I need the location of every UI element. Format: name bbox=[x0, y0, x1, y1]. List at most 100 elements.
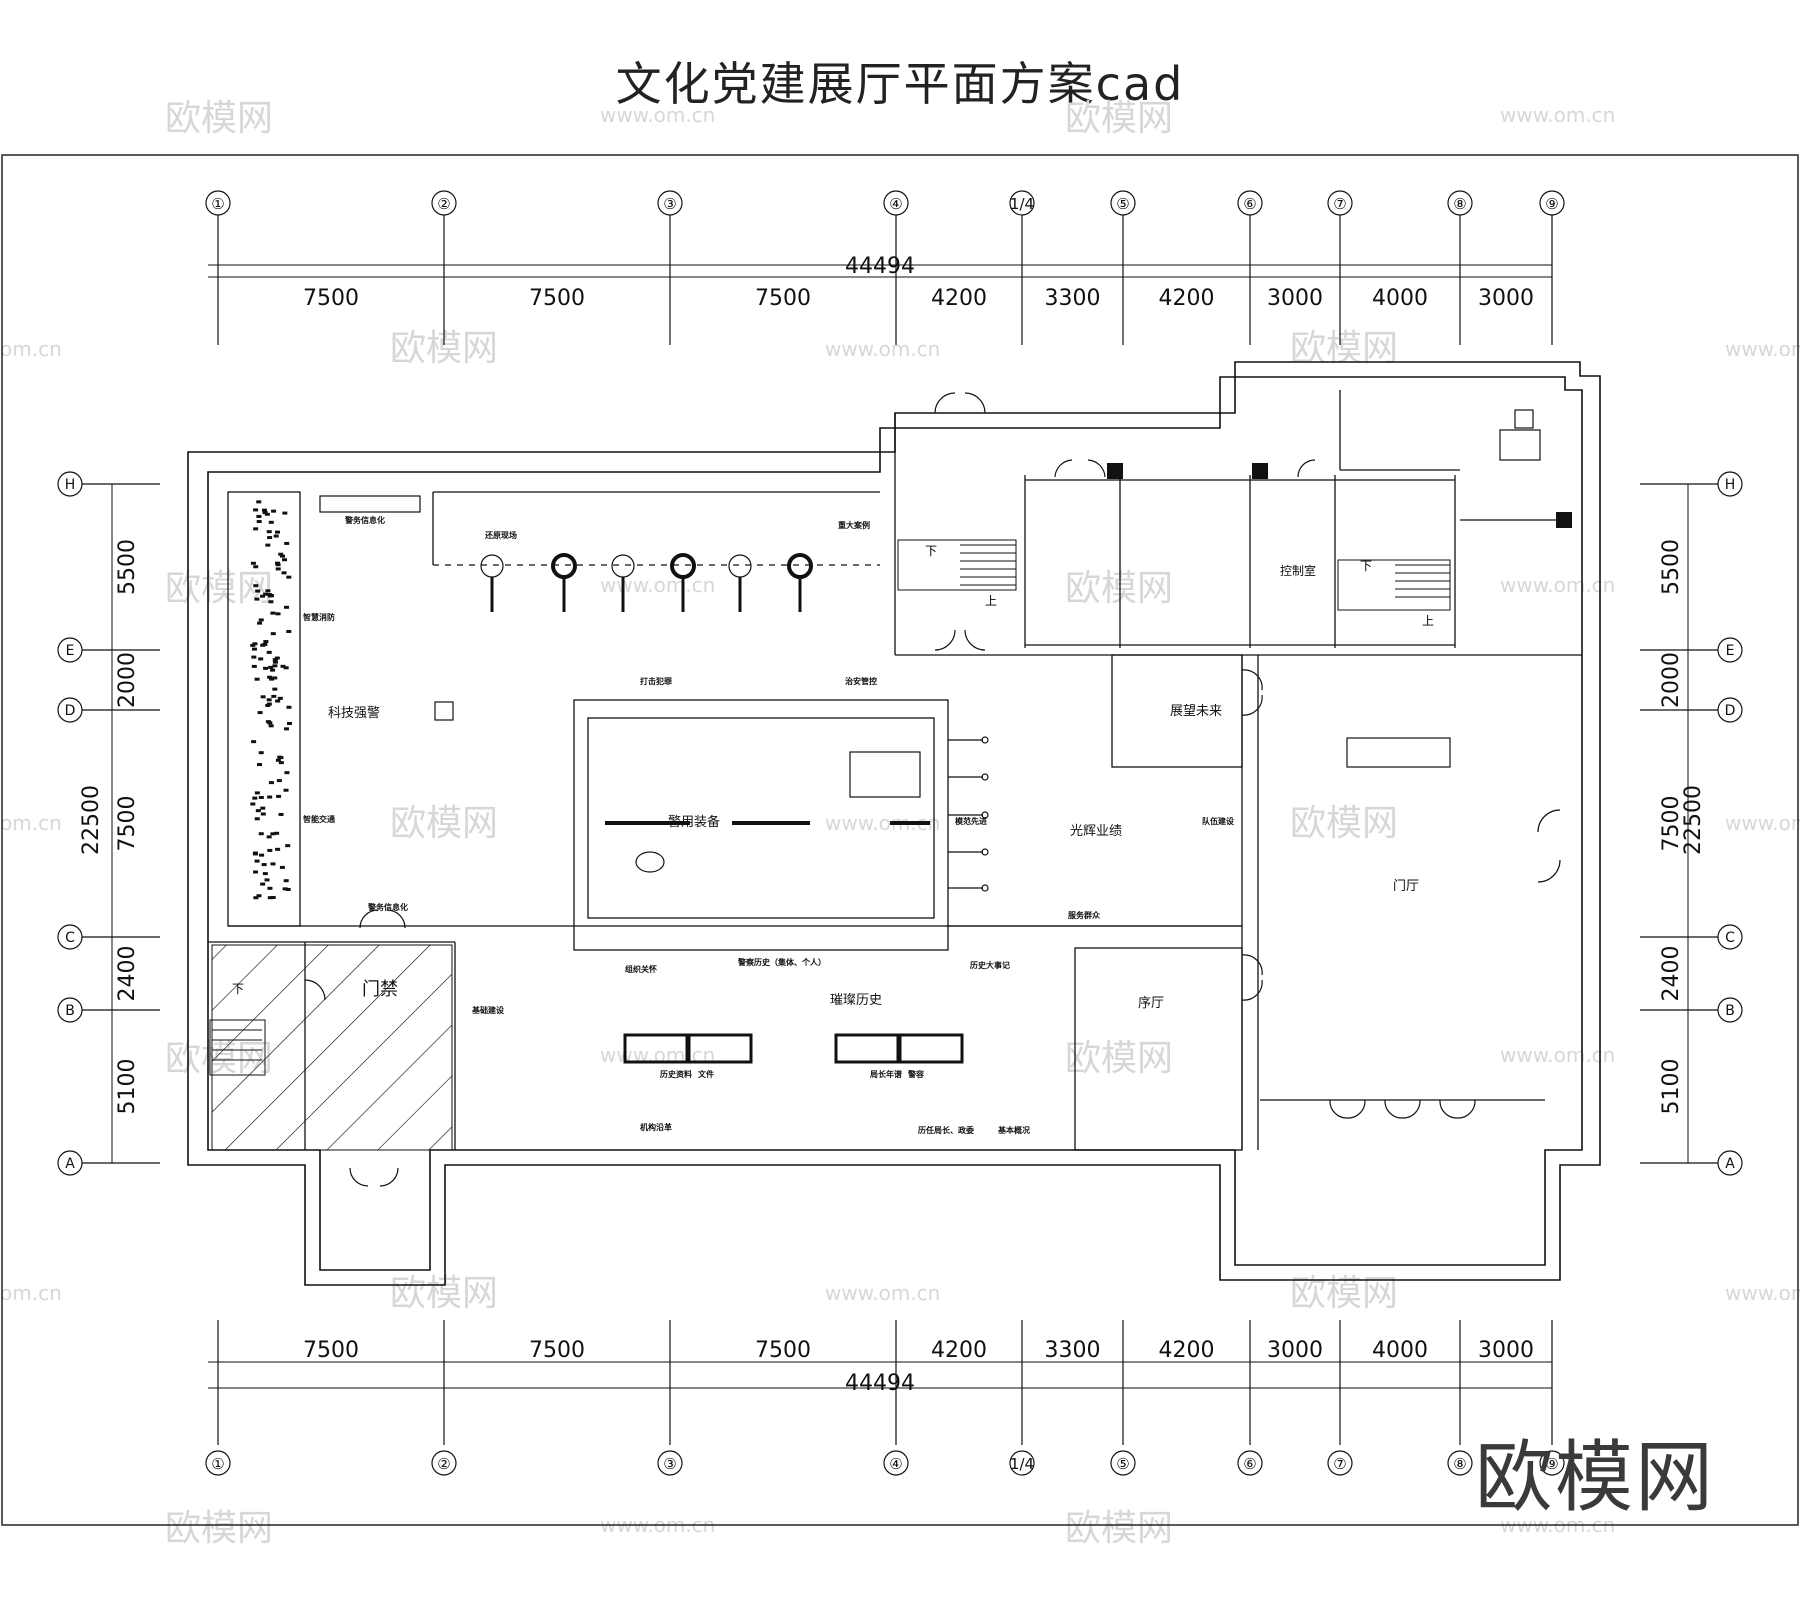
wall-dot bbox=[262, 511, 268, 515]
grid-bubble bbox=[1009, 1450, 1035, 1476]
exhibit-label: 局长年谱 bbox=[869, 1069, 902, 1079]
wall-dot bbox=[253, 896, 259, 900]
grid-bubble bbox=[1717, 1150, 1743, 1176]
wall-dot bbox=[285, 887, 291, 891]
wall-equipment-hall bbox=[573, 699, 949, 951]
display-ring bbox=[787, 553, 813, 579]
wall-dot bbox=[253, 584, 259, 588]
door-swing bbox=[1537, 809, 1561, 883]
dimension-value: 5500 bbox=[1659, 539, 1684, 595]
grid-bubble bbox=[657, 190, 683, 216]
wall-dot bbox=[260, 882, 266, 886]
dimension-value: 3300 bbox=[1045, 286, 1101, 311]
door-swing bbox=[1329, 1099, 1476, 1119]
column-axis-label: ② bbox=[437, 1455, 450, 1473]
wall-dot bbox=[258, 795, 264, 799]
dimension-total: 44494 bbox=[845, 1371, 915, 1396]
watermark-logo: 欧模网 bbox=[1290, 803, 1398, 844]
room-label-jingyong: 警用装备 bbox=[668, 814, 720, 830]
grid-bubble bbox=[1327, 190, 1353, 216]
wall-dot bbox=[256, 520, 262, 524]
door-swing bbox=[1297, 459, 1316, 478]
wall-dot bbox=[268, 520, 274, 524]
wall-dot bbox=[283, 788, 289, 792]
exhibit-label: 基本概况 bbox=[997, 1125, 1030, 1135]
dimension-value: 2000 bbox=[1659, 652, 1684, 708]
column-axis-label: ⑥ bbox=[1243, 1455, 1256, 1473]
exhibit-label: 队伍建设 bbox=[1202, 816, 1234, 826]
stair-up-label: 上 bbox=[1422, 614, 1434, 628]
wall-dot bbox=[263, 666, 269, 670]
wall-dot bbox=[267, 848, 273, 852]
dimension-value: 7500 bbox=[115, 796, 140, 852]
wall-dot bbox=[270, 862, 276, 866]
grid-bubble bbox=[1717, 924, 1743, 950]
exhibit-label: 组织关怀 bbox=[625, 964, 657, 974]
wall-dot bbox=[267, 896, 273, 900]
tech-wall-dots bbox=[250, 500, 292, 900]
watermark-logo: 欧模网 bbox=[1065, 1038, 1173, 1079]
door-swing bbox=[934, 629, 986, 651]
row-axis-label: A bbox=[65, 1156, 75, 1172]
watermark-url: www.om.cn bbox=[1725, 337, 1800, 361]
door-swing bbox=[349, 1167, 399, 1187]
column-axis-label: ⑥ bbox=[1243, 195, 1256, 213]
wall-dot bbox=[278, 812, 284, 816]
grid-bubble bbox=[205, 190, 231, 216]
grid-bubble bbox=[1110, 1450, 1136, 1476]
wall-dot bbox=[275, 561, 281, 565]
wall-dot bbox=[283, 666, 289, 670]
wall-dot bbox=[271, 509, 277, 513]
wall-dot bbox=[264, 878, 270, 882]
dimension-value: 7500 bbox=[755, 1338, 811, 1363]
wall-dot bbox=[253, 527, 259, 531]
dimension-value: 4200 bbox=[1159, 1338, 1215, 1363]
exhibit-case bbox=[898, 1033, 964, 1064]
wall-dot bbox=[272, 676, 278, 680]
wall-xuting bbox=[1074, 947, 1243, 1151]
wall-dot bbox=[265, 589, 271, 593]
wall-dot bbox=[283, 879, 289, 883]
watermark-url: www.om.cn bbox=[1500, 573, 1615, 597]
room-labels: 科技强警 警用装备 光辉业绩 展望未来 门厅 序厅 璀璨历史 门禁 控制室 bbox=[328, 563, 1419, 1011]
exhibit-label: 警务信息化 bbox=[344, 515, 385, 525]
exhibit-labels: 警务信息化 还原现场 重大案例 智慧消防 智能交通 警务信息化 打击犯罪 治安管… bbox=[303, 515, 1234, 1135]
grid-bubble bbox=[57, 924, 83, 950]
wall-dot bbox=[252, 796, 258, 800]
exhibit-case bbox=[687, 1033, 753, 1064]
grid-bubble bbox=[205, 1450, 231, 1476]
watermark-url: www.om.cn bbox=[825, 1281, 940, 1305]
wall-dot bbox=[253, 565, 259, 569]
dimension-value: 7500 bbox=[1659, 796, 1684, 852]
watermark-layer: 欧模网 www.om.cn 欧模网 www.om.cn om.cn 欧模网 ww… bbox=[0, 98, 1800, 1549]
column-axis-label: ① bbox=[211, 1455, 224, 1473]
dimension-value: 7500 bbox=[303, 1338, 359, 1363]
wall-dot bbox=[275, 758, 281, 762]
wall-dot bbox=[284, 771, 290, 775]
row-axis-label: D bbox=[1725, 703, 1736, 719]
grid-bubble bbox=[1447, 1450, 1473, 1476]
wall-dot bbox=[270, 832, 276, 836]
column-axis-label: ③ bbox=[663, 1455, 676, 1473]
room-label-guanghui: 光辉业绩 bbox=[1070, 824, 1122, 839]
wall-dot bbox=[268, 724, 274, 728]
wall-dot bbox=[266, 650, 272, 654]
watermark-logo: 欧模网 bbox=[165, 1508, 273, 1549]
watermark-url: www.om.cn bbox=[1725, 811, 1800, 835]
wall-dot bbox=[274, 530, 280, 534]
wall-dot bbox=[251, 740, 257, 744]
dimension-value: 3000 bbox=[1478, 286, 1534, 311]
dimension-value: 4200 bbox=[1159, 286, 1215, 311]
room-label-cuican: 璀璨历史 bbox=[830, 993, 882, 1008]
exhibit-label: 警察历史（集体、个人） bbox=[737, 957, 826, 967]
dimension-value: 5100 bbox=[115, 1059, 140, 1115]
watermark-url: om.cn bbox=[0, 1281, 62, 1305]
display-ring bbox=[728, 554, 752, 578]
wall-dot bbox=[286, 629, 292, 633]
watermark-logo: 欧模网 bbox=[165, 568, 273, 609]
column-axis-label: ④ bbox=[889, 195, 902, 213]
door-swing bbox=[1054, 459, 1106, 478]
dimension-value: 2400 bbox=[115, 946, 140, 1002]
